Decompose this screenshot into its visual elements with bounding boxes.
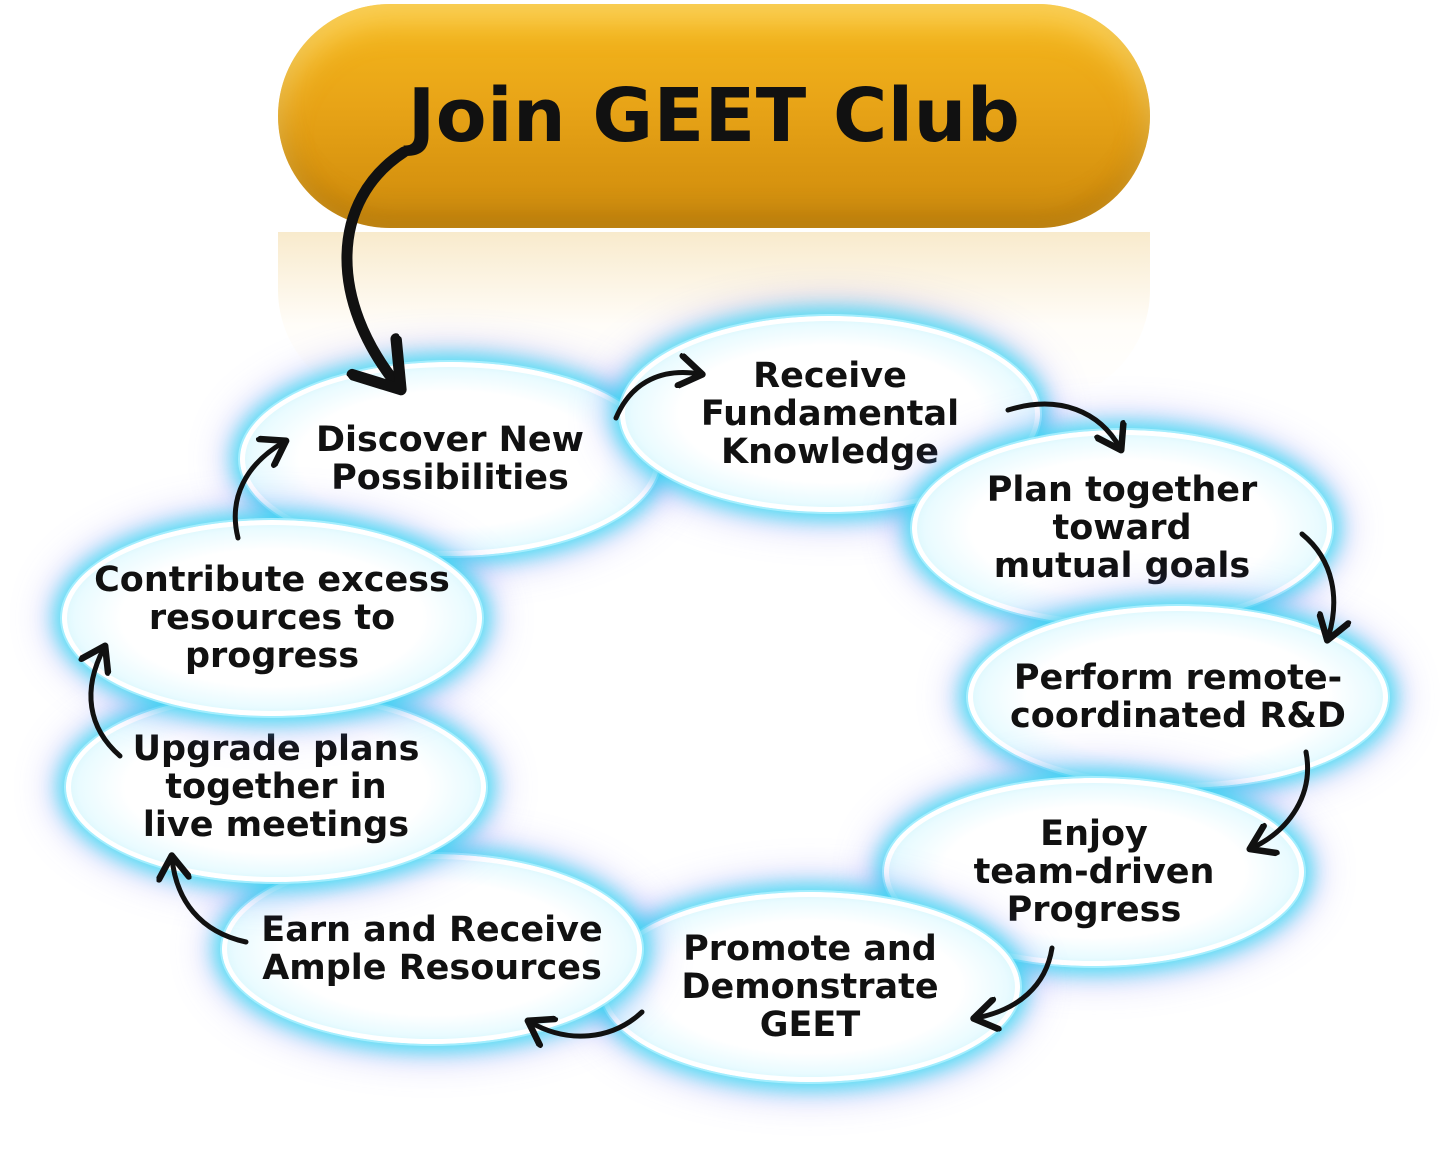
step-promote: Promote and Demonstrate GEET (600, 892, 1020, 1082)
step-label: Enjoy team-driven Progress (973, 814, 1215, 930)
step-label: Promote and Demonstrate GEET (681, 929, 939, 1045)
step-label: Plan together toward mutual goals (986, 470, 1258, 586)
step-contribute: Contribute excess resources to progress (62, 520, 482, 716)
step-earn-resources: Earn and Receive Ample Resources (222, 854, 642, 1044)
arrow-8 (91, 648, 123, 759)
arrow-9 (232, 442, 284, 541)
diagram-title: Join GEET Club (407, 73, 1021, 159)
arrow-5 (976, 945, 1055, 1018)
step-label: Receive Fundamental Knowledge (700, 356, 960, 472)
arrow-2 (1005, 401, 1120, 448)
arrow-4 (1252, 749, 1310, 848)
step-label: Contribute excess resources to progress (94, 560, 450, 676)
step-label: Upgrade plans together in live meetings (132, 729, 420, 845)
step-label: Perform remote- coordinated R&D (1010, 658, 1346, 736)
join-club-pill[interactable] (278, 4, 1150, 228)
arrow-1 (613, 373, 700, 421)
step-label: Discover New Possibilities (315, 420, 585, 498)
step-label: Earn and Receive Ample Resources (261, 910, 603, 988)
arrow-7 (172, 858, 249, 945)
arrow-6 (530, 1009, 645, 1036)
entry-arrow (341, 146, 410, 386)
arrow-3 (1299, 531, 1334, 638)
